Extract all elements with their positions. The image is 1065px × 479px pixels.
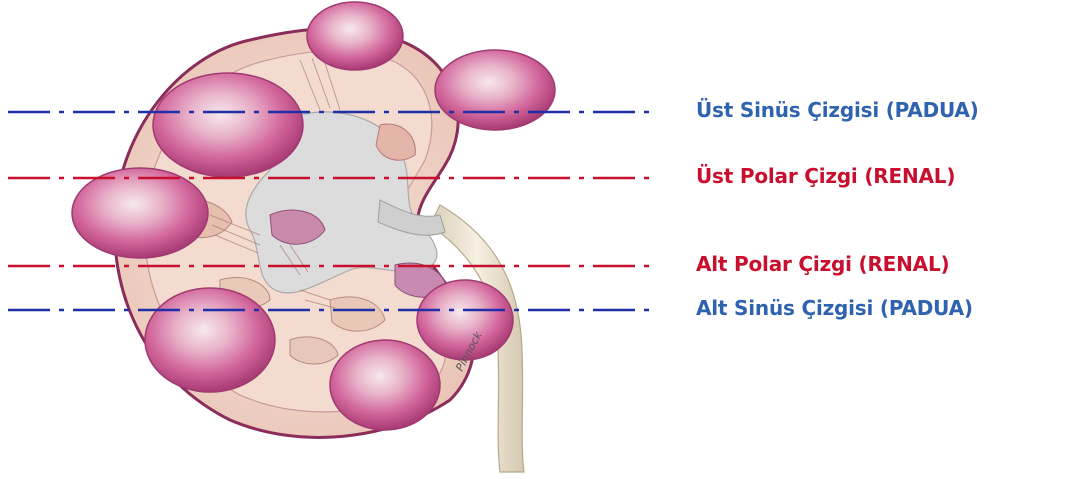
lower-polar-label: Alt Polar Çizgi (RENAL) <box>696 252 949 276</box>
tumor <box>330 340 440 430</box>
upper-polar-label: Üst Polar Çizgi (RENAL) <box>696 164 955 188</box>
tumor <box>307 2 403 70</box>
lower-sinus-label: Alt Sinüs Çizgisi (PADUA) <box>696 296 973 320</box>
tumor <box>145 288 275 392</box>
tumor <box>72 168 208 258</box>
tumor <box>153 73 303 177</box>
upper-sinus-label: Üst Sinüs Çizgisi (PADUA) <box>696 98 979 122</box>
tumor <box>435 50 555 130</box>
